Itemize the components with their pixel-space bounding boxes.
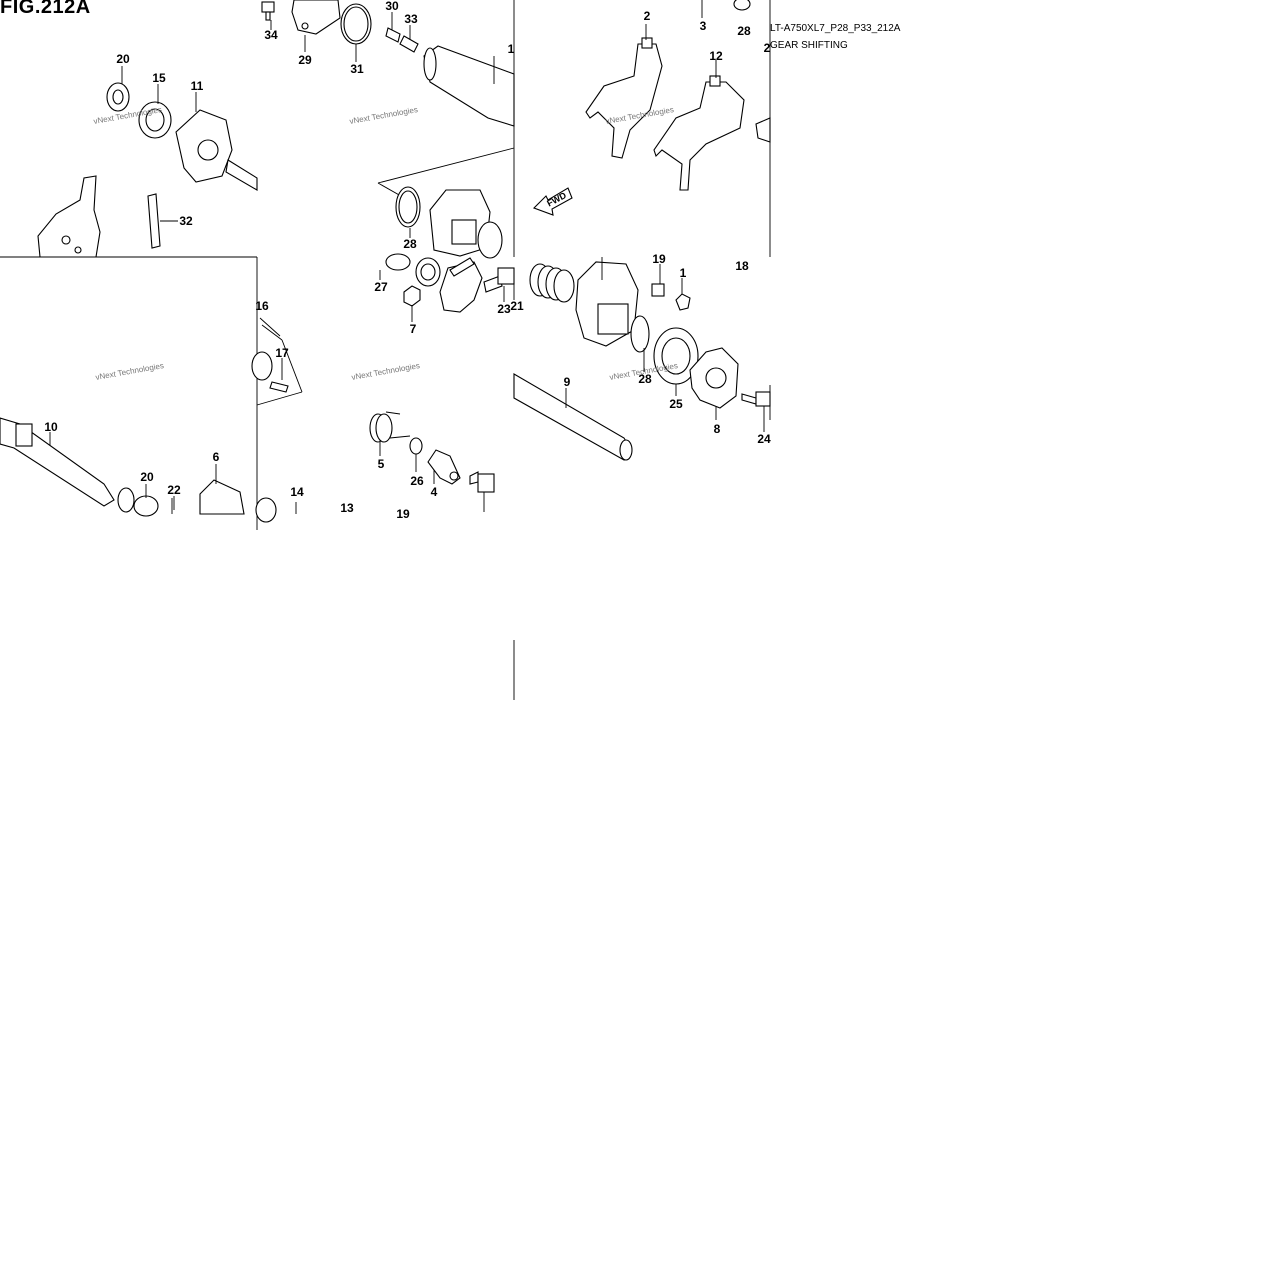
bolt-34 <box>261 1 275 21</box>
bushing <box>415 257 441 287</box>
gearshift-arm-11 <box>175 109 258 191</box>
callout-numbers: 34 29 30 33 31 1 2 3 28 2 12 20 15 11 32… <box>44 0 771 521</box>
pin-32 <box>147 193 161 249</box>
callout-11: 11 <box>191 79 204 93</box>
callout-14: 14 <box>290 485 304 499</box>
svg-text:vNext Technologies: vNext Technologies <box>95 361 165 382</box>
callout-24: 24 <box>757 432 771 446</box>
callout-31: 31 <box>350 62 364 76</box>
callout-21: 21 <box>510 299 524 313</box>
callout-25: 25 <box>669 397 683 411</box>
callout-27: 27 <box>374 280 388 294</box>
callout-4: 4 <box>431 485 438 499</box>
spring-21 <box>529 263 575 303</box>
callout-19-bottom: 19 <box>396 507 410 521</box>
washer-14 <box>255 497 297 523</box>
shift-drum-gear <box>575 261 639 347</box>
callout-13: 13 <box>340 501 354 515</box>
callout-20-top: 20 <box>116 52 130 66</box>
washer-26 <box>409 437 423 455</box>
bolt-23 <box>483 267 515 293</box>
gearshift-shaft-10 <box>0 417 115 507</box>
nut-7 <box>403 285 421 307</box>
callout-8: 8 <box>714 422 721 436</box>
forward-direction-arrow: FWD <box>533 187 573 216</box>
callout-1-right: 1 <box>680 266 687 280</box>
callout-15: 15 <box>152 71 166 85</box>
washer-20-top <box>106 82 130 112</box>
spring-33 <box>399 35 419 53</box>
bearing-25 <box>653 327 699 385</box>
callout-28-bottom: 28 <box>638 372 652 386</box>
pin-17-assembly <box>251 351 289 393</box>
callout-23: 23 <box>497 302 511 316</box>
washer-28-top <box>733 0 751 11</box>
callout-22: 22 <box>167 483 181 497</box>
bolt-lower <box>469 471 495 512</box>
washer-27 <box>385 253 411 271</box>
callout-7: 7 <box>410 322 417 336</box>
callout-9: 9 <box>564 375 571 389</box>
callout-16: 16 <box>255 299 269 313</box>
circlip-28-right <box>630 315 650 353</box>
callout-18: 18 <box>735 259 749 273</box>
callout-10: 10 <box>44 420 58 434</box>
callout-28-top: 28 <box>737 24 751 38</box>
bearing-housing <box>429 189 491 257</box>
shift-fork-2 <box>585 37 663 159</box>
lever-6 <box>199 479 245 515</box>
collar-15 <box>138 101 172 139</box>
circlip-right-housing <box>477 221 503 259</box>
callout-30: 30 <box>385 0 399 13</box>
figure-code: LT-A750XL7_P28_P33_212A <box>770 23 901 34</box>
plate-4 <box>427 449 461 485</box>
pin-30 <box>385 27 401 43</box>
circlip-28-left <box>395 186 421 228</box>
figure-title: FIG.212A <box>0 0 91 18</box>
washer-1 <box>675 293 691 311</box>
shaft-stub-top-right <box>755 117 771 143</box>
shift-fork-12 <box>653 75 745 191</box>
callout-32: 32 <box>179 214 193 228</box>
callout-3: 3 <box>700 19 707 33</box>
callout-26: 26 <box>410 474 424 488</box>
gearshift-cam-drum-1 <box>423 45 515 127</box>
callout-29: 29 <box>298 53 312 67</box>
callout-2-right: 2 <box>764 41 771 55</box>
spring-5 <box>369 411 411 443</box>
callout-34: 34 <box>264 28 278 42</box>
callout-5: 5 <box>378 457 385 471</box>
callout-28-mid: 28 <box>403 237 417 251</box>
callout-2-left: 2 <box>644 9 651 23</box>
svg-text:vNext Technologies: vNext Technologies <box>351 361 421 382</box>
o-ring-31 <box>340 3 372 45</box>
callout-1-top: 1 <box>508 42 515 56</box>
leader-lines <box>49 0 765 510</box>
callout-19-top: 19 <box>652 252 666 266</box>
callout-6: 6 <box>213 450 220 464</box>
washer-20-bottom <box>117 487 159 517</box>
stopper-arm <box>439 257 483 313</box>
svg-text:vNext Technologies: vNext Technologies <box>349 105 419 126</box>
shaft-9 <box>513 373 633 461</box>
callout-17: 17 <box>275 346 289 360</box>
gearshift-cam-plate <box>37 175 101 258</box>
cover-29 <box>291 0 341 35</box>
callout-33: 33 <box>404 12 418 26</box>
figure-name: GEAR SHIFTING <box>770 40 848 51</box>
callout-12: 12 <box>709 49 723 63</box>
bolt-24 <box>741 391 771 407</box>
callout-20-bottom: 20 <box>140 470 154 484</box>
bolt-19 <box>651 283 665 297</box>
gear-8 <box>689 347 739 409</box>
